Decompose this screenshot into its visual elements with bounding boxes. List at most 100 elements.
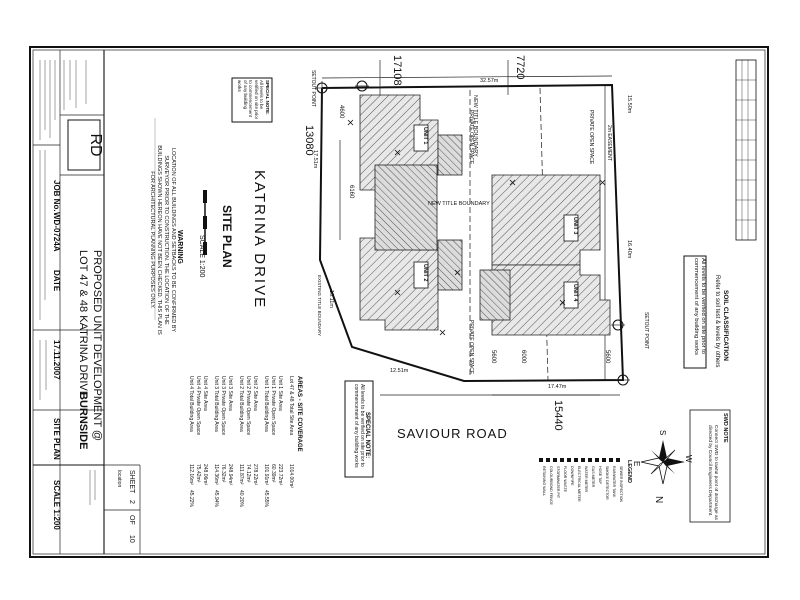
compass-e: E [632,461,641,466]
sheet-label: SHEET [128,470,135,494]
date-label: DATE [52,270,61,292]
legend-item: ELECTRICAL METER [577,466,581,502]
sheet-total: 10 [128,535,135,543]
dim-6000: 6000 [520,350,526,364]
dim-5600b: 5600 [604,350,610,364]
area-row-percent: 40.20% [238,490,244,508]
dim-4600: 4600 [338,105,344,119]
bearing-1550: 15.50m [626,95,632,114]
bearing-3257: 32.57m [480,78,499,84]
legend-item: FLOOR WASTE [563,466,567,493]
private-open-space-label-3: PRIVATE OPEN SPACE [468,320,474,375]
legend-symbol [602,458,606,462]
dimension-lines [339,60,620,396]
compass-n: N [653,496,664,503]
job-label: JOB No. [52,180,61,212]
area-row-percent: 45.94% [213,490,219,508]
legend-symbol [567,458,571,462]
levels-note-box [683,255,707,369]
setout-label-bottom: SETOUT POINT [643,312,649,349]
units-group: UNIT 1 UNIT 2 UNIT 3 UNIT 4 [359,94,611,336]
legend-symbol [616,458,620,462]
plan-scale: SCALE 1:200 [198,235,205,278]
plan-title: SITE PLAN [220,205,234,268]
unit-link-left [374,164,438,251]
area-row-label: Unit 1 Private Open Space [270,376,276,435]
warning-title: WARNING [176,230,183,264]
unit-2-label: UNIT 2 [422,264,428,281]
job-number: WD-0724A [52,212,61,252]
legend-symbol [546,458,550,462]
unit-garage-right [479,269,511,321]
site-boundary [318,75,625,383]
legend-symbol [581,458,585,462]
legend-item: SMOKE DETECTOR [605,466,609,500]
area-row-label: Unit 1 Site Area [277,376,283,411]
area-row-value: 1014.00m² [288,464,294,488]
dim-5600a: 5600 [490,350,496,364]
area-row-value: 223.72m² [277,464,283,485]
logo-text: RD [87,133,104,156]
area-row-value: 76.32m² [220,464,226,483]
special-note-box [231,77,273,123]
area-row-label: Unit 2 Total Building Area [238,376,244,432]
dim-13080: 13080 [303,125,315,156]
swd-note-box [689,409,731,523]
level-markers [347,119,606,336]
legend-symbol [595,458,599,462]
area-row-value: 101.91m² [263,464,269,485]
setout-point-markers [315,80,630,386]
north-compass [640,440,685,485]
area-row-value: 60.39m² [270,464,276,483]
bearing-1640: 16.40m [626,240,632,259]
special-note-text-top: All levels to be verified on site prior … [237,80,265,120]
unit-4-label: UNIT 4 [572,284,578,302]
street-saviour-road: SAVIOUR ROAD [397,426,508,441]
area-row-label: Unit 2 Site Area [252,376,258,411]
special-note-box-bottom [344,380,374,478]
legend-symbol [560,458,564,462]
legend-item: STORMWATER PIT [556,466,560,499]
sheet-number: 2 [128,500,135,504]
legend-symbol [539,458,543,462]
area-row-label: Unit 4 Private Open Space [195,376,201,435]
private-open-space-label-1: PRIVATE OPEN SPACE [468,110,474,165]
legend-item: HOSE TAP [598,466,602,484]
unit-garage-left-2 [437,239,463,291]
area-row-value: 278.22m² [252,464,258,485]
legend-item: RAINWATER TANK [612,466,616,498]
bearing-1751: 17.51m [312,150,318,169]
area-row-label: Unit 3 Total Building Area [213,376,219,432]
bearing-1747: 17.47m [548,384,567,390]
scale-bar [203,190,207,255]
area-row-label: Unit 4 Site Area [202,376,208,411]
dim-15440: 15440 [552,400,564,431]
title-scale: SCALE 1:200 [52,480,61,530]
area-row-label: Unit 1 Total Building Area [263,376,269,432]
area-row-label: Unit 2 Private Open Space [245,376,251,435]
area-row-value: 248.94m² [227,464,233,485]
compass-s: S [658,430,667,435]
warning-text: LOCATION OF ALL BUILDINGS AND SETBACKS T… [149,145,176,335]
dim-7720: 7720 [514,55,526,79]
area-row-value: 112.16m² [188,464,194,485]
special-note-text: All levels to be verified on site prior … [353,384,365,468]
area-row-value: 111.87m² [238,464,244,485]
date-value: 17.11.2007 [52,340,61,380]
soil-text: Refer to soil test & levels by others [714,275,720,367]
new-title-boundary-label-2: NEW TITLE BOUNDARY [472,95,478,157]
street-katrina-drive: KATRINA DRIVE [251,170,268,309]
special-note-title: SPECIAL NOTE: [364,412,370,458]
sheet-of: OF [128,515,135,525]
legend-item: RETAINING WALL [542,466,546,496]
area-row-value: 248.06m² [202,464,208,485]
unit-1-label: UNIT 1 [422,127,428,144]
unit-3-label: UNIT 3 [572,217,578,234]
swd-text: Connect SWD to lawful point of discharge… [707,425,718,520]
legend-item: GAS METER [591,466,595,488]
dim-6160: 6160 [348,185,354,199]
company-logo [67,119,101,171]
drawing-name: SITE PLAN [52,418,61,460]
